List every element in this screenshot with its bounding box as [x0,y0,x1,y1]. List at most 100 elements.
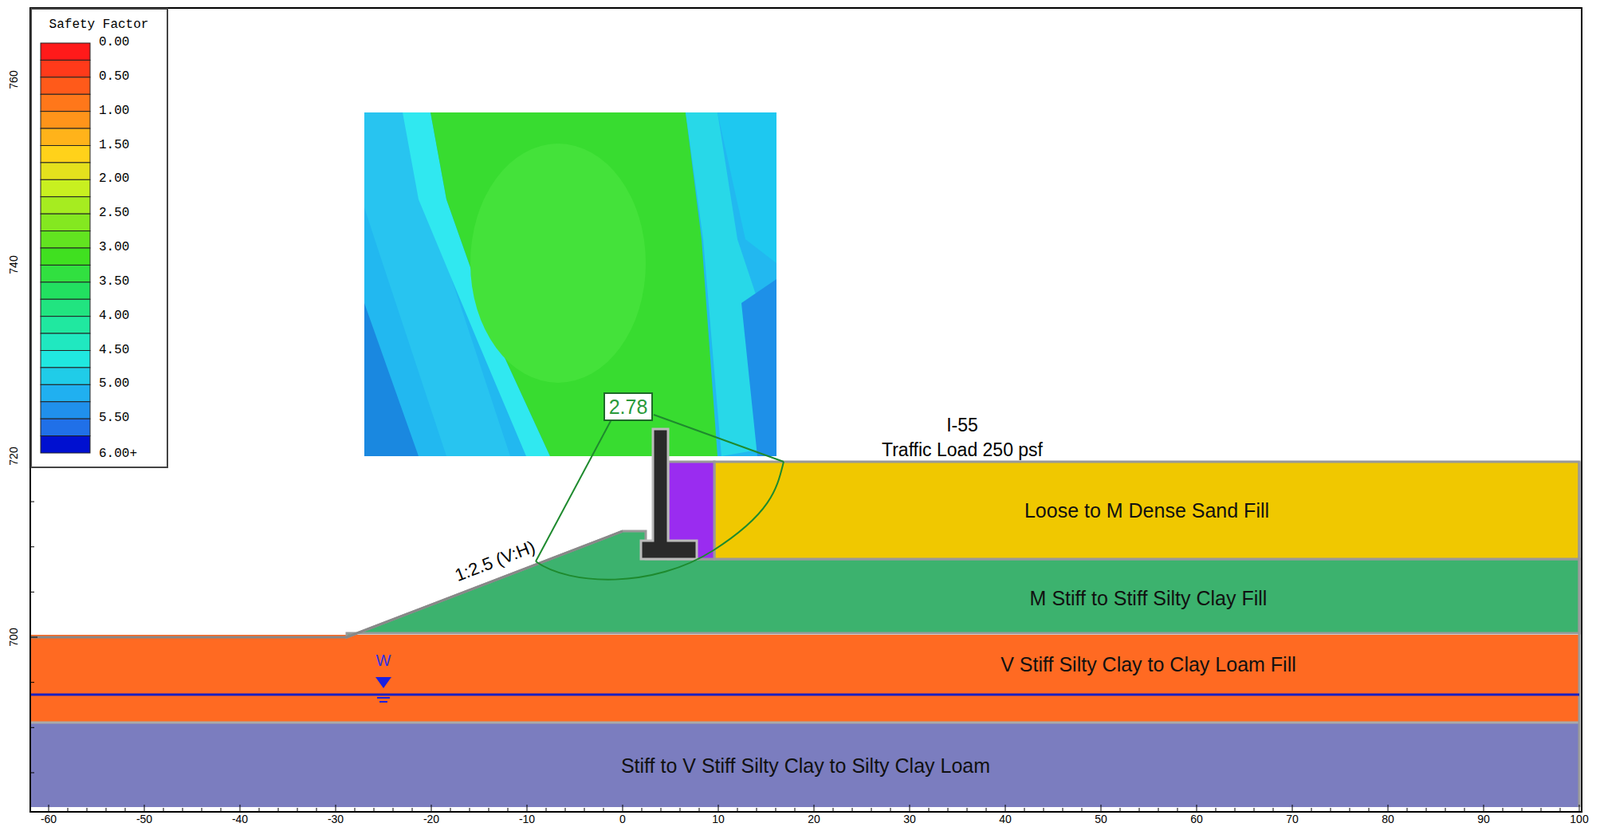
legend-swatches [40,43,91,453]
legend-swatch [40,264,91,282]
x-tick [641,807,643,812]
x-tick [813,804,815,812]
legend-swatch [40,213,91,231]
x-tick [1483,804,1485,812]
load-note: Traffic Load 250 psf [881,440,1043,460]
x-tick [469,807,471,812]
station-label: 20 [807,813,821,826]
x-tick [1521,807,1523,812]
model-edge [1578,461,1581,807]
x-tick [737,807,739,812]
station-label: -60 [40,813,57,826]
station-label: 70 [1285,813,1299,826]
x-tick [1330,807,1332,812]
legend-title: Safety Factor [49,18,150,33]
x-tick [660,807,662,812]
legend-value: 4.50 [98,343,130,358]
x-tick [1273,807,1274,812]
x-tick [967,807,968,812]
legend-value: 0.00 [98,35,130,51]
x-tick [1234,807,1236,812]
x-tick [450,807,452,812]
x-tick [622,804,624,812]
water-symbol [375,676,392,688]
x-tick [48,804,50,812]
station-label: 100 [1569,813,1589,826]
legend-swatch [40,247,91,265]
x-tick [986,807,987,812]
station-label: 30 [903,813,916,826]
station-label: -40 [231,813,248,826]
legend-swatch [40,196,91,214]
legend-value: 1.50 [98,138,130,154]
safety-factor-value: 2.78 [609,395,649,419]
stiff-clay-layer [30,722,1580,807]
legend-swatch [40,350,91,368]
legend-value: 1.00 [98,104,130,119]
x-tick [125,807,126,812]
x-tick [680,807,681,812]
x-tick [1579,804,1581,812]
x-tick [278,807,280,812]
legend-swatch [40,77,91,95]
water-label: W [376,651,392,669]
x-tick [163,807,165,812]
legend-swatch [40,145,91,163]
x-tick [871,807,873,812]
x-tick [565,807,567,812]
legend-value: 6.00+ [98,447,138,462]
x-tick [412,807,413,812]
x-tick [1062,807,1064,812]
x-tick [1387,804,1389,812]
x-tick [259,807,260,812]
legend-swatch [40,179,91,197]
x-tick [852,807,854,812]
x-tick [182,807,184,812]
x-tick [718,804,720,812]
legend-value: 2.50 [98,206,130,221]
x-tick [794,807,796,812]
elevation-label: 760 [7,70,20,89]
y-tick [30,771,35,773]
station-label: 90 [1477,813,1490,826]
x-tick [297,807,299,812]
x-tick [1311,807,1313,812]
layer-name: V Stiff Silty Clay to Clay Loam Fill [1000,652,1296,677]
legend-swatch [40,298,91,316]
y-tick [30,681,35,683]
y-tick [30,591,35,593]
x-tick [1541,807,1542,812]
x-tick [488,807,490,812]
elevation-label: 700 [7,627,20,646]
layer-boundary [30,721,1580,724]
legend-swatch [40,43,91,60]
legend-swatch [40,316,91,334]
station-label: 60 [1190,813,1203,826]
y-tick [30,727,35,728]
legend-swatch [40,162,91,180]
legend-swatch [40,128,91,146]
x-tick [1292,804,1294,812]
x-tick [584,807,586,812]
legend-value: 4.00 [98,309,130,324]
x-tick [775,807,777,812]
soil-layer: Loose to M Dense Sand Fill [714,461,1580,559]
x-tick [833,807,834,812]
legend-swatch [40,94,91,111]
elevation-label: 720 [7,446,20,465]
legend-swatch [40,59,91,77]
x-tick [86,807,88,812]
x-tick [144,804,146,812]
x-tick [546,807,547,812]
water-table [30,693,1580,696]
legend-swatch [40,436,91,453]
safety-contour [364,112,777,457]
x-tick [1196,804,1198,812]
y-tick [30,546,35,547]
legend-swatch [40,231,91,248]
x-tick [106,807,107,812]
x-tick [526,804,528,812]
legend-value: 3.00 [98,240,130,256]
y-tick [30,636,38,638]
elevation-label: 740 [7,255,20,274]
